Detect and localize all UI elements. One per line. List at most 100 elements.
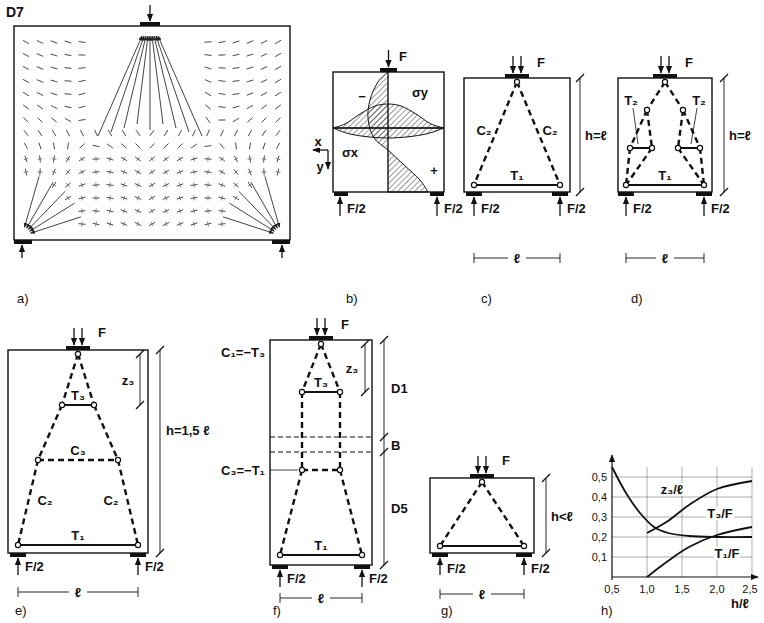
compression-trajectory [233, 196, 239, 199]
annotation-label: B [390, 439, 401, 452]
compression-trajectory [163, 209, 169, 212]
annotation-label: z₃ [345, 362, 360, 375]
trajectory-line [158, 36, 202, 136]
tension-trajectory [165, 209, 167, 214]
dimension-line [280, 598, 312, 599]
annotation-label: σy [411, 86, 429, 99]
compression-trajectory [262, 130, 266, 136]
compression-trajectory [163, 170, 169, 173]
dimension-line [491, 594, 524, 595]
compression-trajectory [275, 40, 281, 44]
annotation-label: T₃ [70, 389, 86, 402]
compression-trajectory [23, 79, 29, 82]
compression-trajectory [51, 105, 57, 108]
annotation-label: F/2 [443, 202, 464, 215]
annotation-label: F/2 [286, 572, 307, 585]
compression-trajectory [65, 196, 71, 199]
support-reaction [559, 197, 560, 216]
compression-strut [339, 392, 341, 470]
trajectory-line [265, 176, 280, 227]
annotation-label: F/2 [632, 202, 653, 215]
chart-curve [647, 527, 752, 577]
tension-trajectory [123, 157, 125, 161]
tension-trajectory [52, 184, 56, 187]
truss-node [337, 467, 342, 472]
compression-strut [38, 405, 62, 460]
dimension-line [674, 258, 704, 259]
dimension-tick [380, 336, 388, 344]
trajectory-line [24, 176, 39, 227]
tension-tie [18, 544, 138, 546]
compression-trajectory [37, 80, 43, 83]
truss-node [627, 145, 632, 150]
compression-trajectory [79, 67, 86, 69]
panel-label: d) [630, 292, 644, 305]
tension-trajectory [221, 157, 224, 161]
dimension-tick [440, 589, 441, 599]
compression-trajectory [65, 106, 72, 107]
tension-trajectory [38, 158, 43, 160]
compression-strut [647, 82, 665, 110]
bearing-plate [14, 240, 32, 244]
compression-trajectory [121, 157, 127, 160]
support-reaction [339, 197, 340, 216]
dimension-tick [138, 587, 139, 597]
dimension-line [365, 344, 366, 392]
leader-line [270, 470, 298, 471]
truss-node [662, 79, 667, 84]
tension-trajectory [207, 170, 209, 175]
tension-trajectory [179, 157, 182, 161]
compression-trajectory [164, 144, 169, 149]
annotation-label: F [684, 56, 694, 69]
annotation-label: F/2 [480, 202, 501, 215]
tension-trajectory [123, 222, 125, 227]
compression-trajectory [207, 130, 210, 136]
compression-trajectory [247, 93, 254, 96]
annotation-label: h=1,5 ℓ [165, 424, 211, 437]
compression-trajectory [150, 130, 154, 136]
tension-trajectory [109, 209, 110, 214]
tension-trajectory [137, 157, 140, 161]
compression-trajectory [65, 54, 72, 55]
dimension-line [474, 258, 508, 259]
bearing-plate [140, 22, 160, 26]
bearing-plate [10, 553, 26, 557]
compression-trajectory [108, 130, 111, 136]
support-reaction [703, 197, 704, 216]
dimension-tick [542, 474, 550, 482]
dimension-tick [18, 587, 19, 597]
tension-trajectory [137, 209, 139, 214]
compression-trajectory [67, 143, 69, 150]
bearing-plate [516, 553, 532, 557]
region-boundary [270, 452, 372, 453]
tick-label: 0,5 [603, 584, 620, 595]
compression-trajectory [150, 144, 155, 149]
trajectory-line [124, 36, 146, 128]
compression-trajectory [233, 118, 239, 122]
compression-trajectory [24, 143, 27, 149]
tension-trajectory [248, 184, 252, 187]
annotation-label: D5 [390, 502, 409, 515]
compression-trajectory [66, 169, 71, 174]
compression-trajectory [177, 157, 183, 161]
compression-trajectory [66, 130, 69, 136]
compression-trajectory [219, 157, 225, 161]
compression-trajectory [79, 144, 84, 149]
compression-strut [118, 460, 138, 545]
compression-trajectory [219, 80, 226, 82]
support-reaction [281, 245, 282, 258]
tension-trajectory [109, 196, 111, 201]
tension-trajectory [248, 171, 253, 173]
truss-node [91, 402, 96, 407]
tension-trajectory [66, 183, 69, 187]
annotation-label: z₃ [121, 374, 136, 387]
annotation-label: C₂ [541, 124, 558, 137]
annotation-label: F/2 [566, 202, 587, 215]
annotation-label: − [357, 90, 367, 103]
compression-trajectory [122, 130, 126, 136]
compression-strut [18, 460, 38, 545]
annotation-label: T₂ [623, 94, 639, 107]
compression-trajectory [66, 156, 69, 162]
dimension-tick [720, 188, 728, 196]
support-reaction [436, 197, 437, 216]
